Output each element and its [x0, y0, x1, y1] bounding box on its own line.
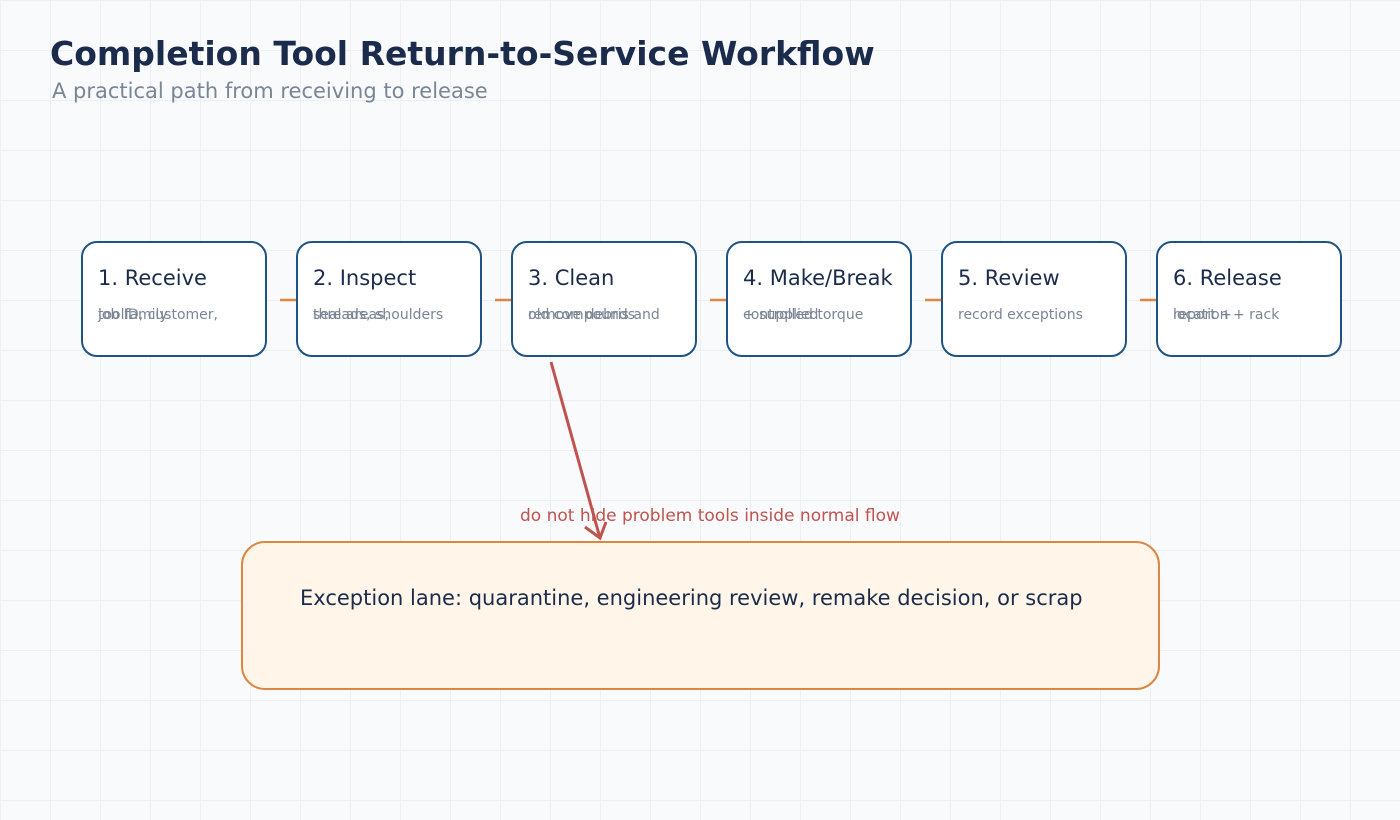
step-clean: 3. Clean remove debris and old compounds [511, 241, 697, 357]
step-detail: job ID, customer, [98, 307, 218, 323]
step-title: 2. Inspect [313, 266, 417, 290]
step-detail: threads, shoulders [313, 307, 444, 323]
step-detail: remove debris and [528, 307, 660, 323]
exception-lane: Exception lane: quarantine, engineering … [241, 541, 1160, 690]
step-detail: old compounds [528, 307, 636, 323]
step-inspect: 2. Inspect threads, shoulders seal areas… [296, 241, 482, 357]
step-detail: seal areas, [313, 307, 389, 323]
step-detail: + supplied [743, 307, 819, 323]
page-subtitle: A practical path from receiving to relea… [52, 79, 488, 103]
step-title: 3. Clean [528, 266, 615, 290]
step-detail: toolfamily [98, 307, 168, 323]
step-review: 5. Review record exceptions [941, 241, 1127, 357]
exception-lane-text: Exception lane: quarantine, engineering … [300, 586, 1083, 610]
step-detail: location + rack [1173, 307, 1280, 323]
step-detail: record exceptions [958, 307, 1083, 323]
step-title: 4. Make/Break [743, 266, 893, 290]
step-title: 1. Receive [98, 266, 207, 290]
step-make-break: 4. Make/Break controlled torque + suppli… [726, 241, 912, 357]
step-title: 6. Release [1173, 266, 1282, 290]
exception-arrow-label: do not hide problem tools inside normal … [520, 506, 900, 526]
step-title: 5. Review [958, 266, 1060, 290]
step-detail: report + [1173, 307, 1232, 323]
page-title: Completion Tool Return-to-Service Workfl… [50, 34, 875, 73]
step-release: 6. Release location + rack report + [1156, 241, 1342, 357]
exception-arrow-head [584, 521, 608, 541]
step-receive: 1. Receive job ID, customer, toolfamily [81, 241, 267, 357]
exception-arrow-shaft [549, 361, 602, 539]
step-detail: controlled torque [743, 307, 864, 323]
